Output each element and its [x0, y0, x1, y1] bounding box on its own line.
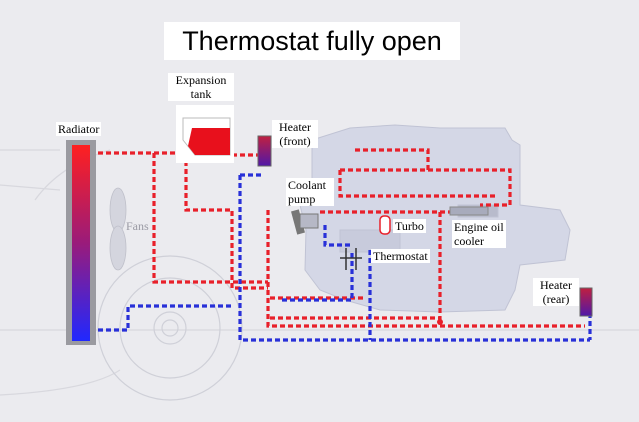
- coolant-pump-label-line1: Coolant: [288, 178, 326, 192]
- turbo: [379, 215, 391, 235]
- fan-blades: [109, 187, 127, 271]
- thermostat: [340, 248, 362, 270]
- expansion-tank-label: Expansion tank: [168, 73, 234, 101]
- fans-label-text: Fans: [126, 219, 149, 233]
- hot-coolant-pipes: [98, 148, 585, 328]
- wheel-outline: [97, 255, 243, 401]
- heater-rear-label-line1: Heater: [540, 278, 572, 292]
- coolant-pump: [291, 209, 319, 235]
- fans-label: Fans: [126, 219, 149, 233]
- heater-front-label-line1: Heater: [279, 120, 311, 134]
- engine-oil-cooler-label-line1: Engine oil: [454, 220, 504, 234]
- pipe-junction: [437, 319, 443, 325]
- cold-coolant-pipes: [98, 173, 592, 342]
- turbo-label-text: Turbo: [395, 219, 424, 233]
- heater-front: [257, 135, 272, 167]
- thermostat-label: Thermostat: [371, 249, 430, 263]
- turbo-label: Turbo: [393, 219, 426, 233]
- heater-front-label-line2: (front): [279, 134, 311, 148]
- engine-oil-cooler-label: Engine oil cooler: [452, 220, 506, 248]
- thermostat-label-text: Thermostat: [373, 249, 428, 263]
- title-banner: Thermostat fully open: [164, 22, 460, 60]
- coolant-pump-label-line2: pump: [288, 192, 316, 206]
- heater-rear: [579, 287, 593, 317]
- engine-oil-cooler-label-line2: cooler: [454, 234, 484, 248]
- coolant-pump-label: Coolant pump: [286, 178, 334, 206]
- engine-block: [299, 124, 571, 313]
- heater-rear-label-line2: (rear): [542, 292, 570, 306]
- radiator-label-text: Radiator: [58, 122, 100, 136]
- radiator-label: Radiator: [56, 122, 102, 136]
- engine-oil-cooler: [449, 206, 489, 216]
- radiator: [66, 140, 96, 345]
- expansion-tank: [176, 105, 234, 163]
- heater-rear-label: Heater (rear): [533, 278, 579, 306]
- expansion-tank-label-line1: Expansion: [175, 73, 227, 87]
- diagram-title: Thermostat fully open: [182, 25, 442, 56]
- expansion-tank-label-line2: tank: [190, 87, 212, 101]
- heater-front-label: Heater (front): [272, 120, 318, 148]
